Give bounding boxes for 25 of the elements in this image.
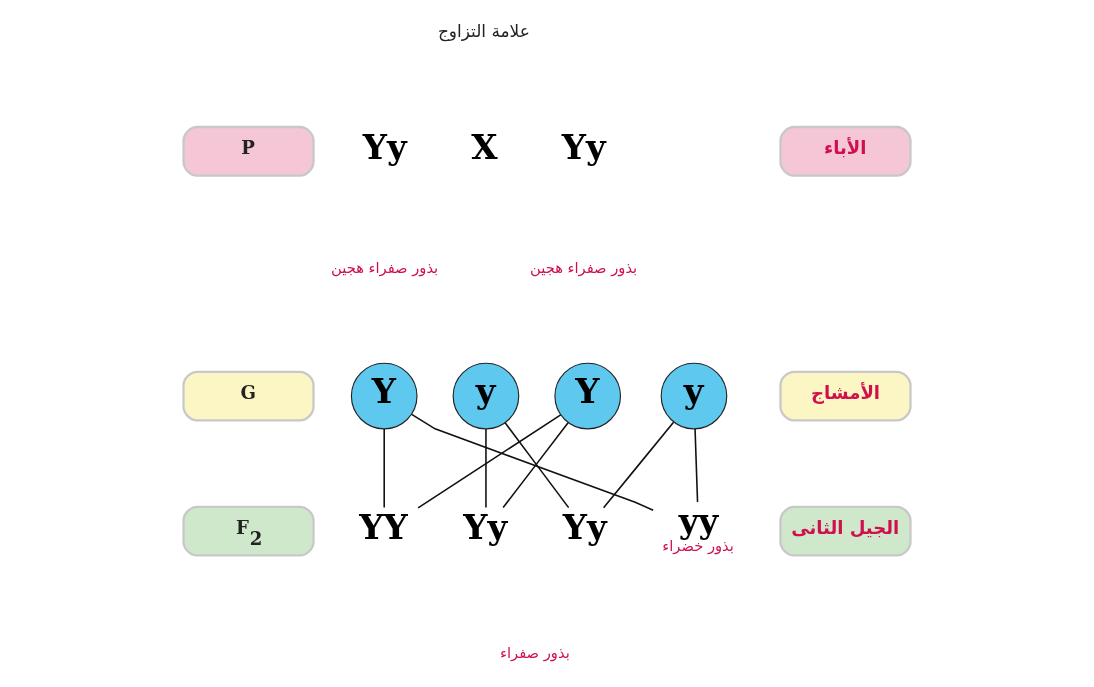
node-box: P	[182, 125, 315, 177]
label: Yy	[561, 126, 606, 167]
node-circle: Y	[350, 362, 418, 430]
connector	[694, 428, 699, 503]
label: X	[471, 126, 498, 167]
connector	[410, 413, 654, 511]
node-box: الأباء	[779, 125, 912, 177]
connector	[602, 421, 675, 509]
label: Yy	[362, 126, 407, 167]
node-box: الجيل الثانى	[779, 505, 912, 557]
label: بذور صفراء هجين	[331, 259, 439, 277]
node-text: Yy	[463, 506, 508, 547]
node-circle: y	[452, 362, 520, 430]
node-circle: y	[660, 362, 728, 430]
connector	[417, 414, 562, 509]
node-box: G	[182, 370, 315, 422]
node-text: Yy	[562, 506, 607, 547]
connector	[485, 428, 487, 509]
node-text: YY	[359, 506, 408, 547]
label: بذور صفراء هجين	[530, 259, 638, 277]
node-box: الأمشاج	[779, 370, 912, 422]
label: علامة التزاوج	[437, 21, 530, 42]
connector	[383, 428, 385, 509]
label: بذور صفراء	[500, 643, 570, 661]
node-circle: Y	[554, 362, 622, 430]
